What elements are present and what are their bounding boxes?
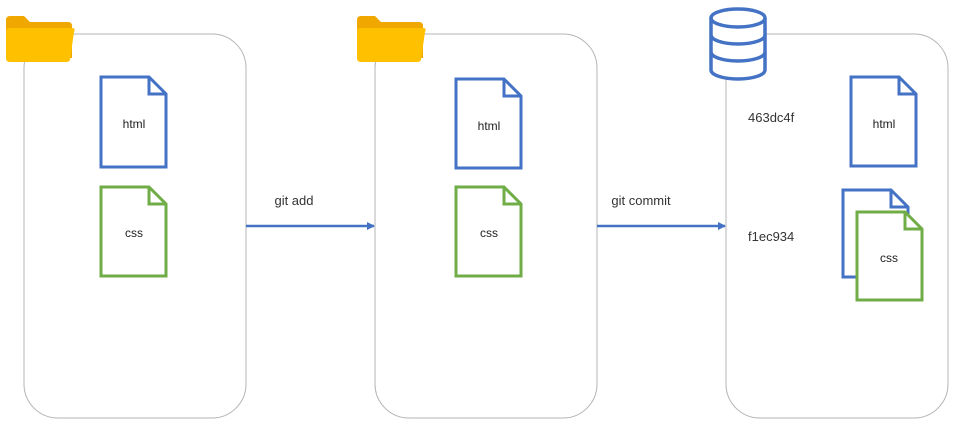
html-file-icon	[454, 77, 523, 170]
css-file-icon	[855, 210, 924, 302]
css-file-label: css	[880, 251, 898, 265]
database-icon	[709, 7, 767, 81]
git-commit-label: git commit	[611, 193, 671, 208]
commit-hash-2: f1ec934	[748, 229, 794, 244]
css-file-icon	[454, 185, 523, 278]
html-file-icon	[849, 75, 918, 168]
commit-hash-1: 463dc4f	[748, 110, 795, 125]
html-file-label: html	[478, 119, 501, 133]
css-file-label: css	[125, 226, 143, 240]
folder-icon	[357, 16, 426, 62]
html-file-icon	[99, 75, 168, 169]
css-file-icon	[99, 185, 168, 278]
git-add-label: git add	[274, 193, 313, 208]
html-file-label: html	[123, 117, 146, 131]
folder-icon	[6, 16, 75, 62]
html-file-label: html	[873, 117, 896, 131]
css-file-label: css	[480, 226, 498, 240]
